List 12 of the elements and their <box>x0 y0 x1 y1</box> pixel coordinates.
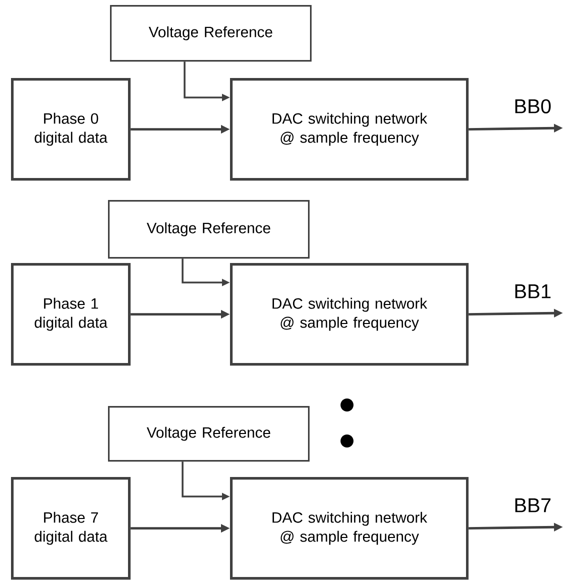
dac-box: DAC switching network @ sample frequency <box>230 263 469 366</box>
reference-box: Voltage Reference <box>110 5 312 62</box>
dac-box: DAC switching network @ sample frequency <box>230 477 469 580</box>
edge-label: BB0 <box>515 99 551 114</box>
reference-box: Voltage Reference <box>108 200 310 259</box>
data-box: Phase 1 digital data <box>11 263 131 366</box>
data-box: Phase 7 digital data <box>11 477 131 580</box>
data-box: Phase 0 digital data <box>11 78 131 181</box>
dac-box: DAC switching network @ sample frequency <box>230 78 469 181</box>
reference-box: Voltage Reference <box>108 406 310 462</box>
edge-label: BB7 <box>515 498 550 512</box>
edge-label: BB1 <box>515 284 551 298</box>
